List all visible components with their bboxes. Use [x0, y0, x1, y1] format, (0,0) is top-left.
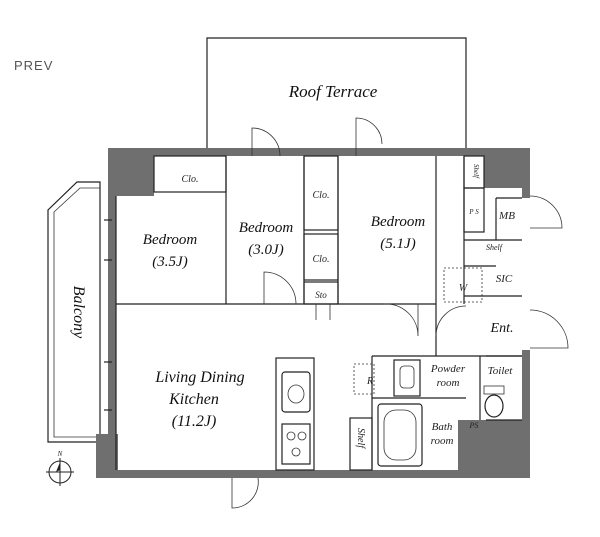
bedroom-mid-size: (3.0J): [248, 242, 283, 258]
north-label: N: [57, 450, 63, 458]
bedroom-mid-name: Bedroom: [239, 220, 294, 236]
interior-walls: [115, 155, 522, 471]
toilet-label: Toilet: [488, 365, 514, 377]
room-labels: Bedroom (3.5J) Bedroom (3.0J) Bedroom (5…: [143, 214, 514, 447]
sto-label: Sto: [315, 290, 327, 300]
powder-room-line1: Powder: [430, 363, 466, 375]
ps-top-label: P S: [468, 208, 479, 216]
bedroom-right-name: Bedroom: [371, 214, 426, 230]
mb-label: MB: [498, 210, 515, 222]
balcony: Balcony: [47, 181, 101, 443]
sic-label: SIC: [496, 273, 513, 285]
bedroom-right-size: (5.1J): [380, 236, 415, 252]
w-label: W: [459, 283, 469, 294]
shelf-mid-label: Shelf: [486, 243, 504, 252]
clo-mid-top-label: Clo.: [313, 190, 330, 201]
outer-walls: [96, 148, 530, 478]
shelf-kitchen-label: Shelf: [355, 428, 366, 449]
north-arrow-icon: N: [46, 450, 74, 486]
balcony-label: Balcony: [70, 286, 87, 339]
clo-mid-bottom-label: Clo.: [313, 254, 330, 265]
ldk-line1: Living Dining: [154, 369, 244, 386]
bath-room-line1: Bath: [432, 421, 453, 433]
ps-bottom-label: PS: [469, 421, 479, 430]
bedroom-left-name: Bedroom: [143, 232, 198, 248]
roof-terrace: Roof Terrace: [206, 37, 467, 150]
small-labels: Clo. Clo. Clo. Sto Shelf Shelf Shelf P S…: [182, 164, 516, 449]
bath-room-line2: room: [431, 435, 454, 447]
powder-room-line2: room: [437, 377, 460, 389]
clo-left-label: Clo.: [182, 174, 199, 185]
window-ticks: [104, 219, 112, 411]
prev-button[interactable]: PREV: [14, 58, 54, 73]
r-label: R: [366, 376, 373, 387]
shelf-top-label: Shelf: [472, 164, 480, 179]
doors: [231, 117, 569, 509]
entrance-label: Ent.: [490, 321, 514, 336]
roof-terrace-label: Roof Terrace: [288, 82, 378, 101]
ldk-size: (11.2J): [172, 413, 217, 430]
bedroom-left-size: (3.5J): [152, 254, 187, 270]
ldk-line2: Kitchen: [168, 391, 219, 408]
